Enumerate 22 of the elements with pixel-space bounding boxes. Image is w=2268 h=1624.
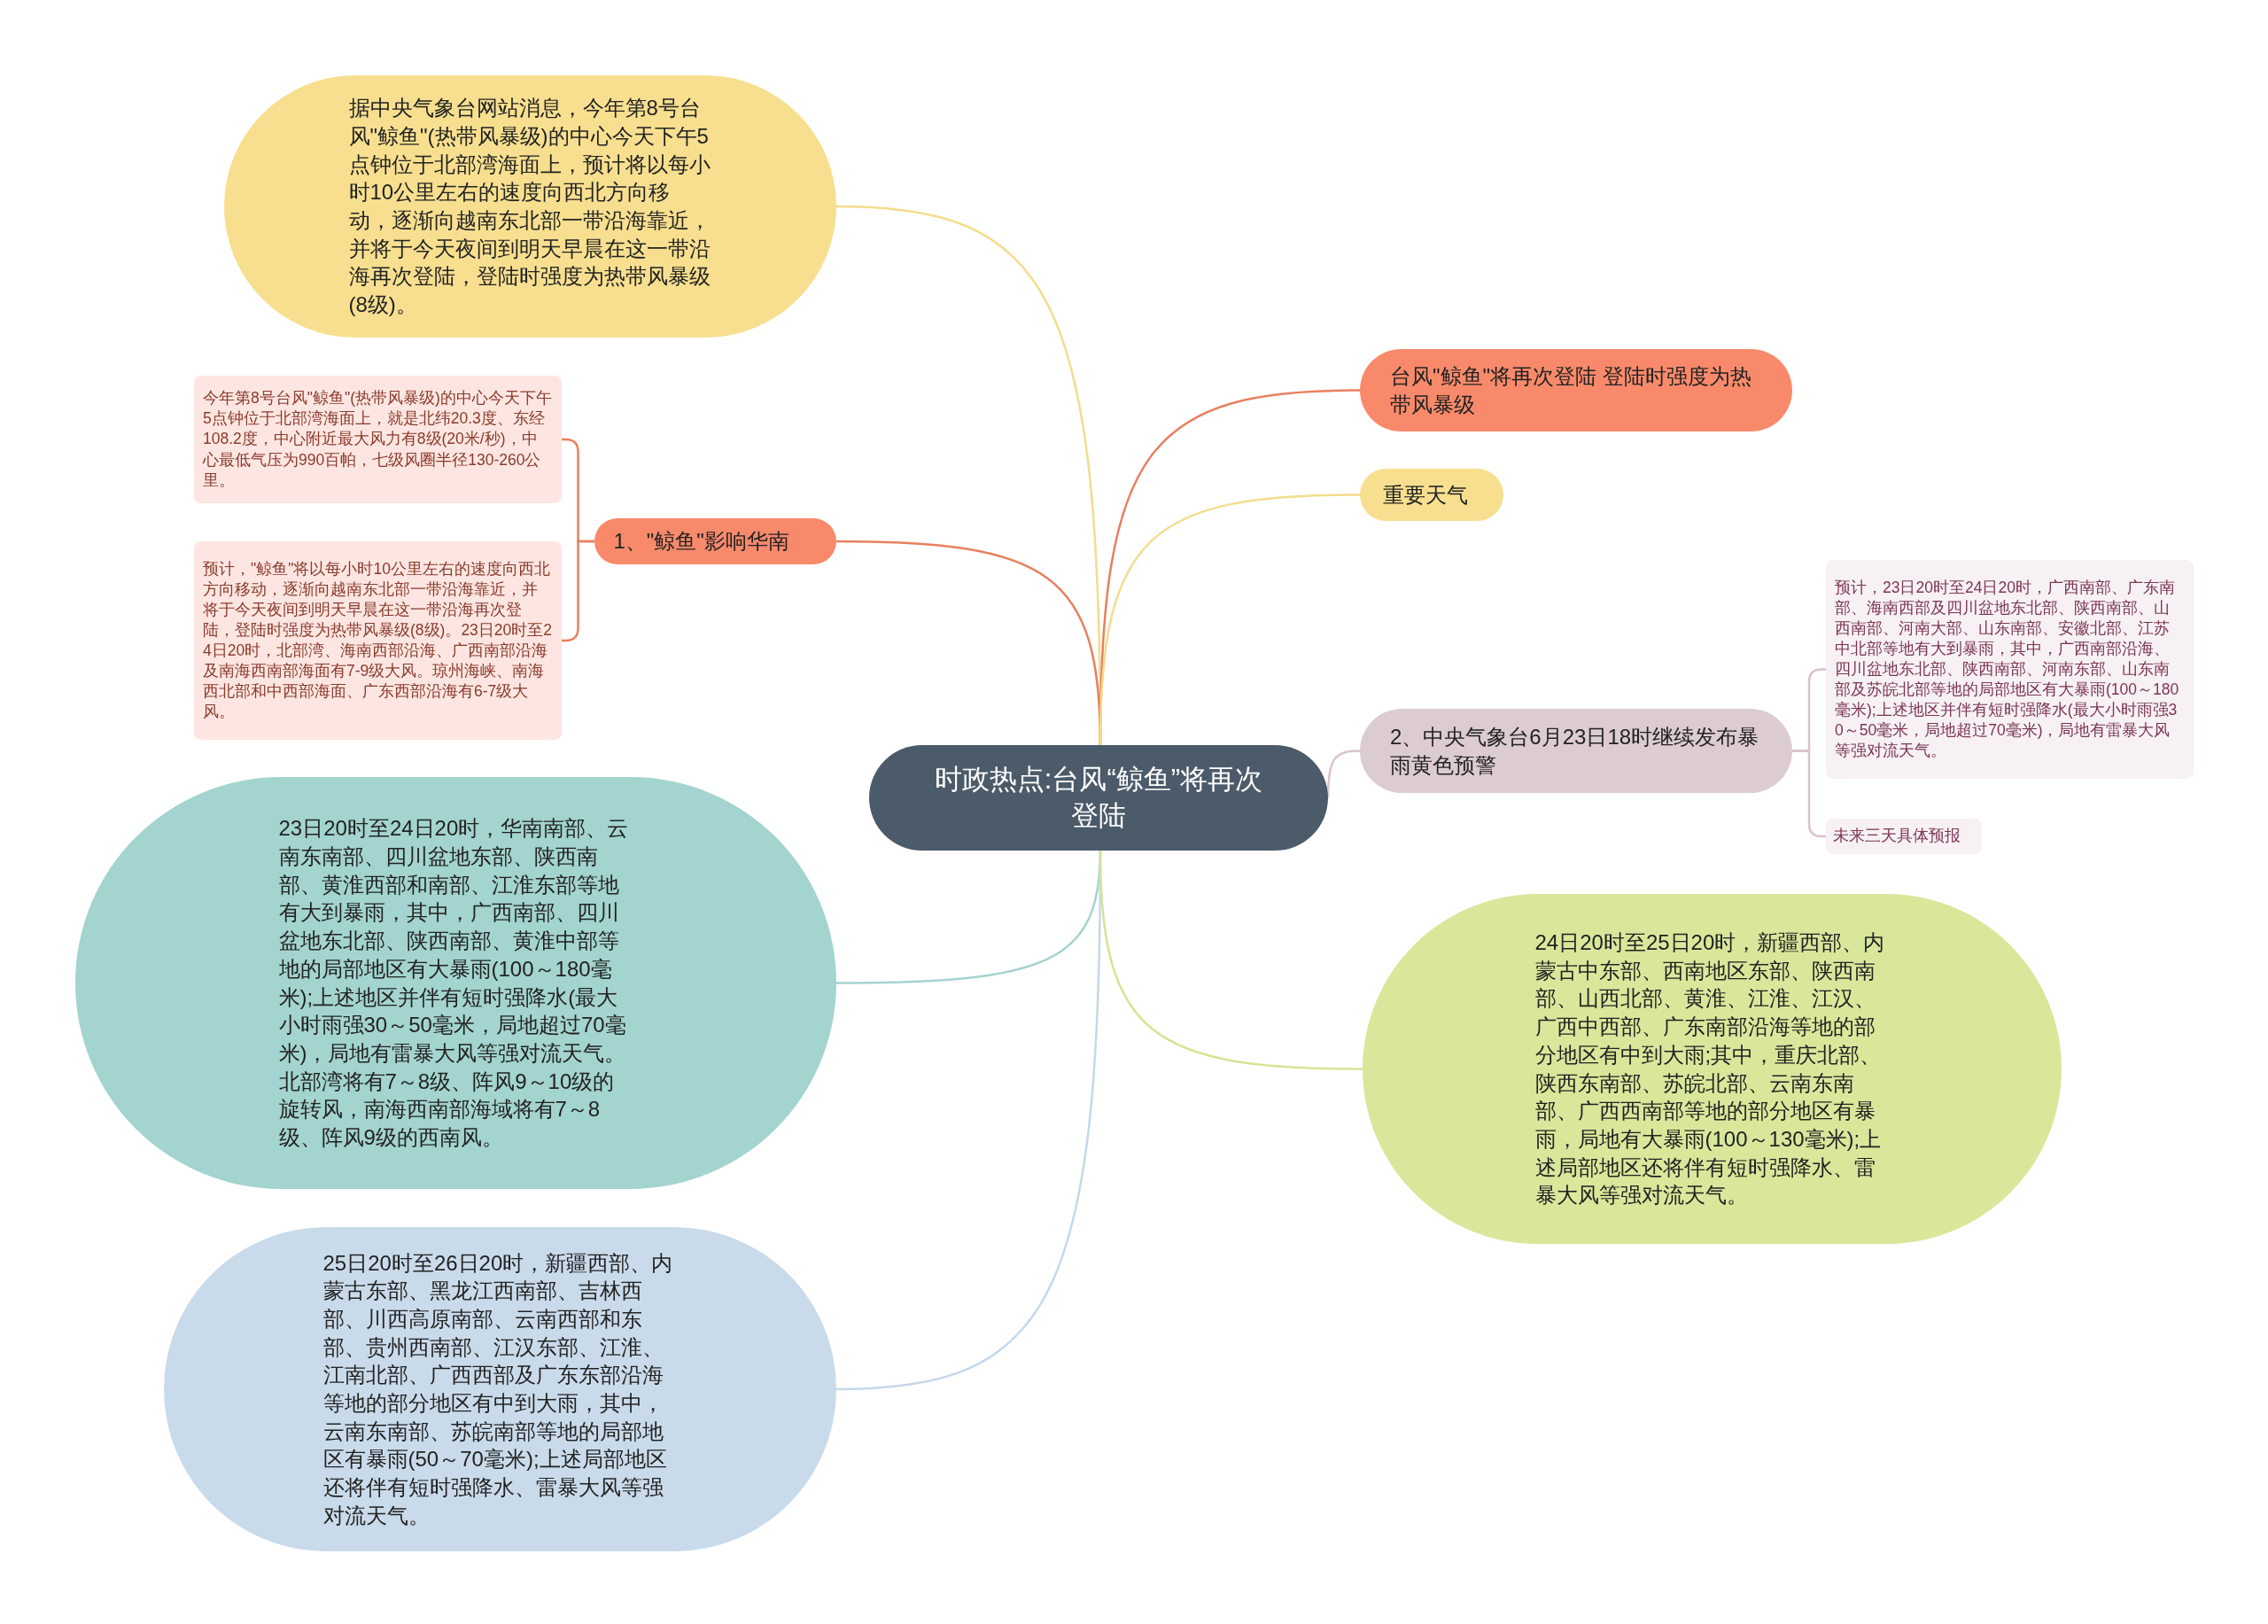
note-card <box>1826 819 1982 854</box>
node-text: 重要天气 <box>1383 481 1469 509</box>
topic-pill <box>594 518 836 564</box>
node-text: 1、"鲸鱼"影响华南 <box>613 528 790 556</box>
connector-line <box>1326 750 1361 798</box>
note-card <box>194 376 562 503</box>
node-text: 未来三天具体预报 <box>1833 826 1961 847</box>
node-text: 时政热点:台风“鲸鱼”将再次登陆 <box>933 762 1264 833</box>
connector-line <box>1099 850 1363 1070</box>
note-card <box>194 541 562 740</box>
node-text: 2、中央气象台6月23日18时继续发布暴雨黄色预警 <box>1390 723 1760 779</box>
node-text: 24日20时至25日20时，新疆西部、内蒙古中东部、西南地区东部、陕西南部、山西北部、黄淮、江淮、江汉、广西中西部、广东南部沿海等地的部分地区有中到大雨;其中，重庆北部、陕西东南部、苏皖北部、云南东南部、广西西南部等地的部分地区有暴雨，局地有大暴雨(100～130毫米);上述局部地区还将伴有短时强降水、雷暴大风等强对流天气。 <box>1534 929 1886 1209</box>
node-text: 预计，23日20时至24日20时，广西南部、广东南部、海南西部及四川盆地东北部、陕西南部、山西南部、河南大部、山东南部、安徽北部、江苏中北部等地有大到暴雨，其中，广西南部沿海、四川盆地东北部、陕西南部、河南东部、山东南部及苏皖北部等地的局部地区有大暴雨(100～180毫米);上述地区并伴有短时强降水(最大小时雨强30～50毫米，局地超过70毫米)，局地有雷暴大风等强对流天气。 <box>1835 577 2180 762</box>
node-text: 台风"鲸鱼"将再次登陆 登陆时强度为热带风暴级 <box>1390 362 1752 418</box>
note-card <box>1826 560 2194 779</box>
node-text: 25日20时至26日20时，新疆西部、内蒙古东部、黑龙江西南部、吉林西部、川西高原南部、云南西部和东部、贵州西南部、江汉东部、江淮、江南北部、广西西部及广东东部沿海等地的部分地区有中到大雨，其中，云南东南部、苏皖南部等地的局部地区有暴雨(50～70毫米);上述局部地区还将伴有短时强降水、雷暴大风等强对流天气。 <box>322 1249 674 1529</box>
node-text: 今年第8号台风"鲸鱼"(热带风暴级)的中心今天下午5点钟位于北部湾海面上，就是北纬20.3度、东经108.2度，中心附近最大风力有8级(20米/秒)，中心最低气压为990百帕，七级风圈半径130-260公里。 <box>203 388 553 491</box>
central-topic <box>869 745 1328 851</box>
node-text: 据中央气象台网站消息，今年第8号台风"鲸鱼"(热带风暴级)的中心今天下午5点钟位于北部湾海面上，预计将以每小时10公里左右的速度向西北方向移动，逐渐向越南东北部一带沿海靠近，并将于今天夜间到明天早晨在这一带沿海再次登陆，登陆时强度为热带风暴级(8级)。 <box>348 95 711 318</box>
node-text: 23日20时至24日20时，华南南部、云南东南部、四川盆地东部、陕西南部、黄淮西部和南部、江淮东部等地有大到暴雨，其中，广西南部、四川盆地东北部、陕西南部、黄淮中部等地的局部地区有大暴雨(100～180毫米);上述地区并伴有短时强降水(最大小时雨强30～50毫米，局地超过70毫米)，局地有雷暴大风等强对流天气。北部湾将有7～8级、阵风9～10级的旋转风，南海西南部海域将有7～8级、阵风9级的西南风。 <box>278 815 630 1151</box>
node-text: 预计，"鲸鱼"将以每小时10公里左右的速度向西北方向移动，逐渐向越南东北部一带沿海靠近，并将于今天夜间到明天早晨在这一带沿海再次登陆，登陆时强度为热带风暴级(8级)。23日20时至24日20时，北部湾、海南西部沿海、广西南部沿海及南海西南部海面有7-9级大风。琼州海峡、南海西北部和中西部海面、广东西部沿海有6-7级大风。 <box>203 558 553 723</box>
connector-line <box>1099 493 1361 746</box>
